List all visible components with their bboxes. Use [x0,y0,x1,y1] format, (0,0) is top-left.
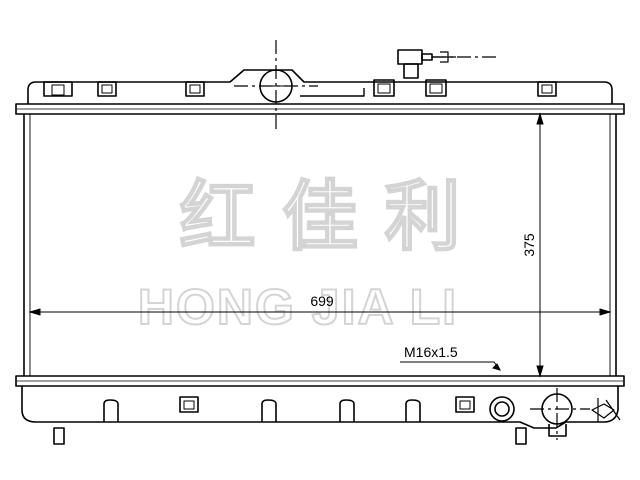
thread-spec: M16x1.5 [404,344,458,360]
top-tab [185,81,205,97]
dimension-lines [28,112,612,378]
bottom-tab [179,396,199,413]
top-tab [97,81,117,97]
drain-plug [489,396,515,422]
radiator-core [23,114,617,376]
bottom-tab [405,399,421,422]
thread-leader [400,361,501,371]
watermark-chinese: 红 佳 利 [180,172,461,261]
centre-lines [234,40,590,440]
width-dimension: 699 [310,293,334,309]
top-tab [373,79,395,97]
mounting-pin-right [515,427,527,445]
top-fitting [397,49,456,79]
top-tab [425,79,447,97]
bottom-tab [261,399,277,422]
bottom-tab [339,399,355,422]
watermark: 红 佳 利 HONG JIA LI [137,171,462,336]
watermark-latin: HONG JIA LI [138,279,458,335]
side-fitting [591,398,621,422]
mounting-pin-left [53,427,65,445]
top-tank-tabs [43,79,557,97]
bottom-tab [103,399,119,422]
top-tank [15,69,625,115]
top-tab [537,81,557,97]
overflow-pipe [300,88,365,97]
bottom-tank [21,386,619,429]
top-tab [43,81,73,97]
height-dimension: 375 [521,233,537,257]
bottom-tab [455,396,475,413]
